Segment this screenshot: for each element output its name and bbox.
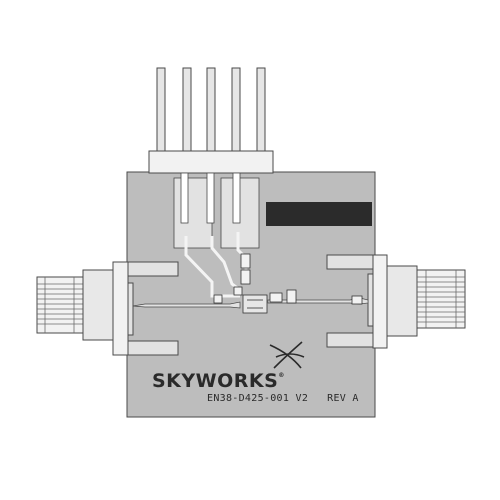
skyworks-swoosh-icon (269, 341, 305, 369)
sma-left-pin (127, 282, 134, 336)
components (213, 253, 363, 314)
component-c1 (240, 253, 251, 269)
component-c3 (233, 286, 243, 296)
sma-right-flange (386, 265, 418, 337)
sma-left-tab-bottom (127, 340, 179, 356)
component-c2 (240, 269, 251, 285)
header-pin-3 (206, 67, 216, 153)
sma-left-thread (36, 276, 84, 334)
sma-left-body (112, 261, 129, 356)
sma-right-pin (367, 273, 374, 327)
pin-header-icon (148, 67, 274, 174)
component-c4 (213, 294, 223, 304)
label-block (266, 202, 372, 226)
brand-name: SKYWORKS® (152, 370, 285, 392)
pad-group-left (173, 177, 213, 249)
sma-right-thread (416, 269, 466, 329)
board-revision: REV A (327, 393, 359, 404)
sma-left-flange (82, 269, 114, 341)
sma-connector-icon-left (36, 261, 179, 356)
header-pin-5 (256, 67, 266, 153)
board-marking: EN38-D425-001 V2 REV A (207, 393, 359, 404)
pin-trace-1 (180, 172, 189, 224)
rf-trace-left (132, 301, 241, 309)
ic-package (242, 294, 268, 314)
component-c6 (286, 289, 297, 304)
component-c5 (269, 292, 283, 303)
part-number: EN38-D425-001 (207, 393, 290, 404)
header-pin-1 (156, 67, 166, 153)
header-body (148, 150, 274, 174)
sma-left-tab-top (127, 261, 179, 277)
pin-trace-2 (206, 172, 215, 224)
sma-right-thread-lines (417, 270, 465, 328)
header-pads (173, 172, 260, 249)
header-pin-2 (182, 67, 192, 153)
header-pin-4 (231, 67, 241, 153)
component-c7 (351, 295, 363, 305)
trademark-mark: ® (278, 372, 285, 379)
board-version: V2 (295, 393, 309, 404)
sma-connector-icon-right (326, 254, 466, 349)
sma-left-thread-lines (37, 277, 83, 333)
sma-right-body (372, 254, 388, 349)
sma-right-tab-bottom (326, 332, 376, 348)
pin-trace-3 (232, 172, 241, 224)
sma-right-tab-top (326, 254, 376, 270)
